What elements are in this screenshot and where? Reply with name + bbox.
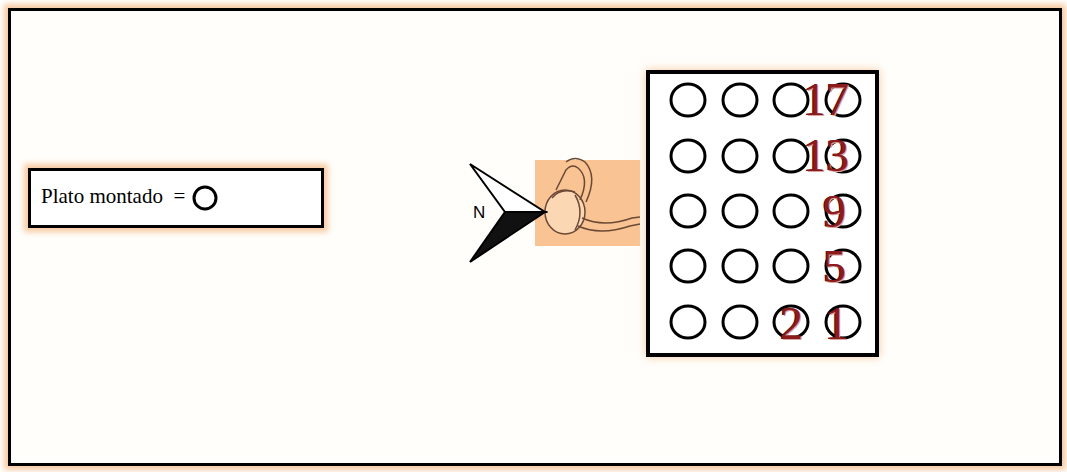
plate (671, 306, 705, 338)
seat-number: 13 (803, 133, 849, 179)
legend-text: Plato montado = (41, 184, 185, 209)
seat-number: 17 (803, 77, 849, 123)
plate (723, 84, 757, 116)
person-figure (545, 159, 640, 235)
plate (723, 140, 757, 172)
seat-number: 2 (780, 301, 803, 347)
table (648, 72, 877, 355)
plate (774, 250, 808, 282)
plate (774, 84, 808, 116)
seat-number: 9 (823, 189, 846, 235)
plate (723, 195, 757, 227)
legend-box: Plato montado = (28, 168, 324, 228)
plate (671, 195, 705, 227)
plate (723, 306, 757, 338)
person-ground (535, 160, 640, 246)
plate (671, 140, 705, 172)
plate (774, 195, 808, 227)
compass-letter: N (473, 204, 485, 221)
seat-number: 1 (825, 301, 848, 347)
seat-number: 5 (823, 244, 846, 290)
north-arrow (470, 164, 545, 262)
plate (671, 250, 705, 282)
plate (723, 250, 757, 282)
legend-plate-symbol (190, 183, 220, 213)
plate (774, 140, 808, 172)
plate (671, 84, 705, 116)
